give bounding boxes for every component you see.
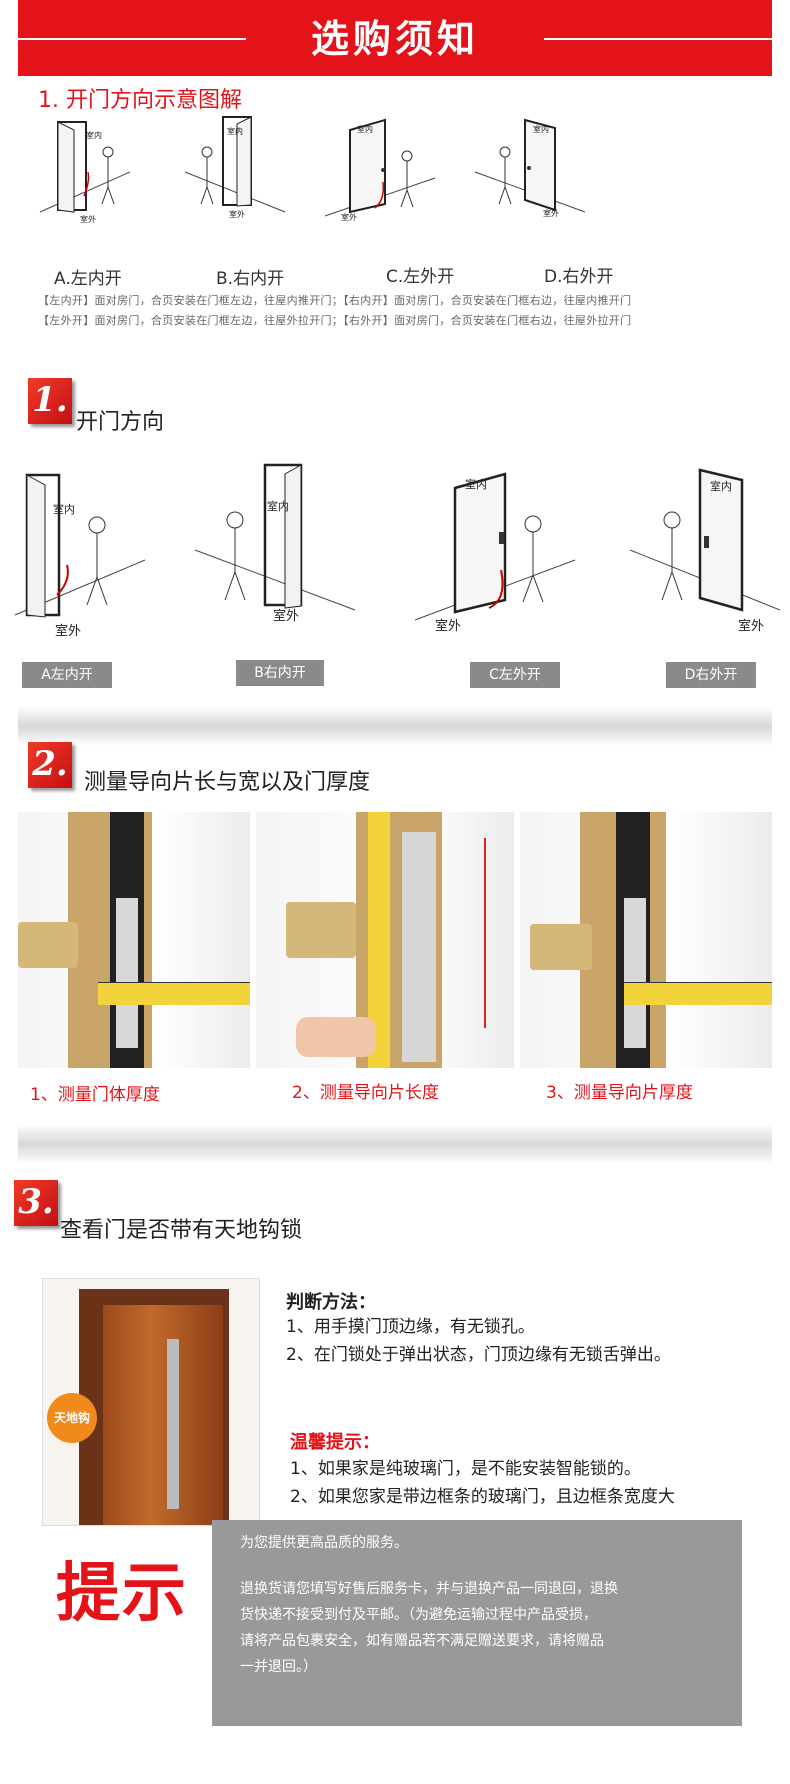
door-label-a: A.左内开: [54, 269, 122, 289]
separator-2: [18, 1124, 772, 1164]
svg-text:室内: 室内: [267, 499, 289, 513]
svg-text:室内: 室内: [465, 477, 487, 491]
door-direction-diagrams-large: 室内 室外 室内 室外 室内 室外 室内 室外: [14, 463, 780, 639]
intro-title: 1. 开门方向示意图解: [38, 88, 242, 113]
diagram-b: 室内 室外: [184, 116, 286, 219]
label-d-right-outward: D右外开: [666, 662, 756, 688]
diagram-a: 室内 室外: [39, 121, 131, 224]
tips-title: 温馨提示：: [290, 1432, 380, 1453]
section3-title: 查看门是否带有天地钩锁: [60, 1218, 303, 1243]
svg-text:室内: 室内: [533, 124, 549, 134]
section2-title: 测量导向片长与宽以及门厚度: [84, 770, 371, 795]
page-title: 选购须知: [310, 17, 479, 61]
caption-guide-thickness: 3、测量导向片厚度: [546, 1083, 693, 1103]
method-title: 判断方法：: [286, 1292, 376, 1313]
diagram-c: 室内 室外: [324, 118, 436, 222]
svg-text:室内: 室内: [710, 479, 732, 493]
photo-guide-thickness: [520, 812, 772, 1068]
label-b-right-inward: B右内开: [236, 660, 324, 686]
photo-door-thickness: [18, 812, 250, 1068]
svg-text:室外: 室外: [80, 214, 96, 224]
header-banner: 选购须知: [18, 0, 772, 76]
section2-number: 2.: [32, 744, 68, 784]
svg-text:室内: 室内: [357, 124, 373, 134]
notice-para-line-4: 一并退回。）: [240, 1659, 317, 1675]
svg-text:室内: 室内: [227, 126, 243, 136]
diagram-d: 室内 室外: [474, 118, 586, 218]
notice-para-line-3: 请将产品包裹安全，如有赠品若不满足赠送要求，请将赠品: [240, 1633, 604, 1649]
diagram-large-a: 室内 室外: [14, 473, 146, 639]
section1-title: 开门方向: [76, 410, 165, 435]
tips-item-2: 2、如果您家是带边框条的玻璃门，且边框条宽度大: [290, 1487, 675, 1507]
diagram-large-d: 室内 室外: [629, 468, 780, 634]
notice-panel: 为您提供更高品质的服务。 退换货请您填写好售后服务卡，并与退换产品一同退回，退换…: [212, 1520, 742, 1726]
photo-guide-length: [256, 812, 514, 1068]
separator-1: [18, 706, 772, 746]
caption-guide-length: 2、测量导向片长度: [292, 1083, 439, 1103]
section3-badge: 3.: [14, 1180, 58, 1226]
header-rule-left: [18, 38, 246, 40]
svg-text:室外: 室外: [273, 608, 299, 624]
notice-para-line-1: 退换货请您填写好售后服务卡，并与退换产品一同退回，退换: [240, 1581, 618, 1597]
svg-text:室外: 室外: [435, 618, 461, 634]
svg-text:室内: 室内: [86, 130, 102, 140]
notice-big-label: 提示: [56, 1557, 188, 1631]
method-item-2: 2、在门锁处于弹出状态，门顶边缘有无锁舌弹出。: [286, 1345, 671, 1365]
direction-note-2: 【左外开】面对房门，合页安装在门框左边，往屋外拉开门；【右外开】面对房门，合页安…: [38, 314, 632, 327]
method-item-1: 1、用手摸门顶边缘，有无锁孔。: [286, 1317, 535, 1337]
door-label-b: B.右内开: [216, 269, 285, 289]
notice-line1: 为您提供更高品质的服务。: [240, 1535, 408, 1551]
diagram-large-c: 室内 室外: [414, 472, 576, 634]
label-c-left-outward: C左外开: [470, 662, 560, 688]
label-a-left-inward: A左内开: [22, 662, 112, 688]
diagram-large-b: 室内 室外: [194, 463, 356, 624]
svg-text:室外: 室外: [55, 623, 81, 639]
section2-badge: 2.: [28, 742, 72, 788]
svg-text:室内: 室内: [53, 502, 75, 516]
svg-text:室外: 室外: [341, 212, 357, 222]
svg-text:室外: 室外: [738, 618, 764, 634]
notice-paragraph: 退换货请您填写好售后服务卡，并与退换产品一同退回，退换 货快递不接受到付及平邮。…: [240, 1576, 618, 1680]
door-label-c: C.左外开: [386, 267, 455, 287]
door-hook-image: 天地钩: [42, 1278, 260, 1526]
hook-tag: 天地钩: [47, 1393, 97, 1443]
notice-para-line-2: 货快递不接受到付及平邮。（为避免运输过程中产品受损，: [240, 1607, 597, 1623]
direction-note-1: 【左内开】面对房门，合页安装在门框左边，往屋内推开门；【右内开】面对房门，合页安…: [38, 294, 632, 307]
door-label-d: D.右外开: [544, 267, 614, 287]
section1-badge: 1.: [28, 378, 72, 424]
svg-text:室外: 室外: [543, 208, 559, 218]
header-rule-right: [544, 38, 772, 40]
door-direction-diagrams-small: 室内 室外 室内 室外 室内 室外 室内 室外: [39, 116, 586, 224]
svg-text:室外: 室外: [229, 209, 245, 219]
caption-door-thickness: 1、测量门体厚度: [30, 1085, 160, 1105]
notice-label-area: 提示: [46, 1528, 232, 1648]
section3-number: 3.: [18, 1182, 54, 1222]
tips-item-1: 1、如果家是纯玻璃门，是不能安装智能锁的。: [290, 1459, 641, 1479]
section1-number: 1.: [32, 380, 68, 420]
